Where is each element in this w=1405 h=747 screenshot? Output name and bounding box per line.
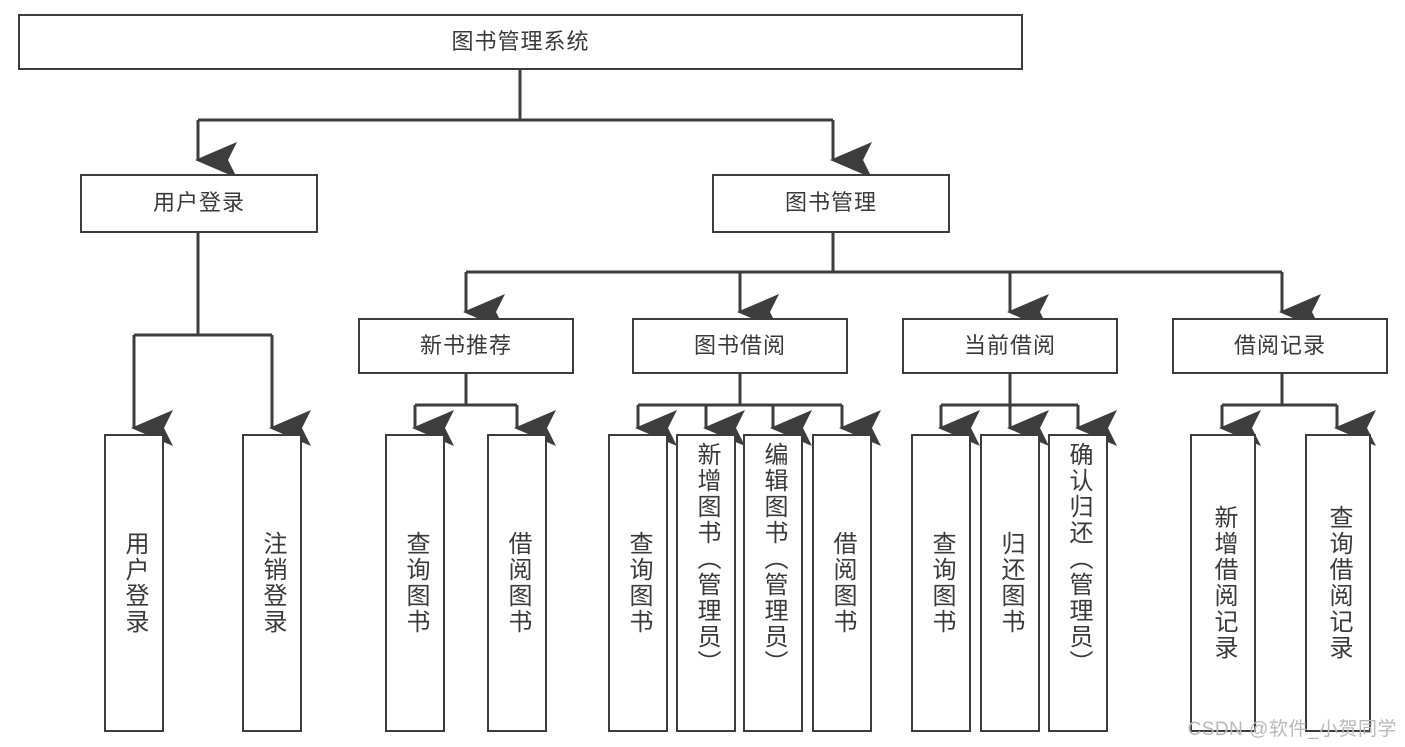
node-leaf-cur-return-book[interactable]: 归还图书 bbox=[980, 434, 1040, 732]
node-leaf-user-logout[interactable]: 注销登录 bbox=[242, 434, 302, 732]
node-book-borrow[interactable]: 图书借阅 bbox=[632, 318, 848, 374]
node-leaf-rec-query-book[interactable]: 查询图书 bbox=[385, 434, 445, 732]
node-leaf-borrow-borrow-book-label: 借阅图书 bbox=[828, 531, 856, 635]
node-leaf-user-logout-label: 注销登录 bbox=[258, 531, 286, 635]
node-leaf-borrow-edit-book[interactable]: 编辑图书（管理员） bbox=[743, 434, 803, 732]
node-user-login[interactable]: 用户登录 bbox=[80, 174, 318, 233]
node-current-borrow[interactable]: 当前借阅 bbox=[902, 318, 1118, 374]
node-leaf-user-login[interactable]: 用户登录 bbox=[104, 434, 164, 732]
node-root[interactable]: 图书管理系统 bbox=[18, 14, 1023, 70]
node-book-borrow-label: 图书借阅 bbox=[693, 332, 786, 358]
node-leaf-rec-add-record[interactable]: 新增借阅记录 bbox=[1190, 434, 1256, 732]
node-new-book-rec-label: 新书推荐 bbox=[419, 332, 512, 358]
node-leaf-cur-return-book-label: 归还图书 bbox=[996, 531, 1024, 635]
node-leaf-rec-query-book-label: 查询图书 bbox=[401, 531, 429, 635]
node-new-book-rec[interactable]: 新书推荐 bbox=[358, 318, 574, 374]
node-leaf-cur-query-book[interactable]: 查询图书 bbox=[911, 434, 971, 732]
node-leaf-rec-borrow-book-label: 借阅图书 bbox=[503, 531, 531, 635]
watermark-text: CSDN @软件_小贺同学 bbox=[1187, 719, 1397, 740]
node-borrow-record-label: 借阅记录 bbox=[1233, 332, 1326, 358]
node-leaf-borrow-edit-book-label: 编辑图书（管理员） bbox=[759, 442, 787, 676]
node-root-label: 图书管理系统 bbox=[451, 28, 590, 54]
node-leaf-rec-query-record-label: 查询借阅记录 bbox=[1324, 505, 1352, 661]
node-leaf-rec-add-record-label: 新增借阅记录 bbox=[1209, 505, 1237, 661]
node-leaf-rec-borrow-book[interactable]: 借阅图书 bbox=[487, 434, 547, 732]
node-leaf-borrow-add-book[interactable]: 新增图书（管理员） bbox=[676, 434, 736, 732]
node-leaf-cur-confirm-return[interactable]: 确认归还（管理员） bbox=[1048, 434, 1108, 732]
node-book-manage[interactable]: 图书管理 bbox=[712, 174, 950, 233]
node-leaf-cur-confirm-return-label: 确认归还（管理员） bbox=[1064, 442, 1092, 676]
node-current-borrow-label: 当前借阅 bbox=[963, 332, 1056, 358]
node-user-login-label: 用户登录 bbox=[152, 190, 245, 216]
node-leaf-cur-query-book-label: 查询图书 bbox=[927, 531, 955, 635]
node-leaf-borrow-borrow-book[interactable]: 借阅图书 bbox=[812, 434, 872, 732]
node-leaf-borrow-query-book-label: 查询图书 bbox=[624, 531, 652, 635]
node-leaf-user-login-label: 用户登录 bbox=[120, 531, 148, 635]
node-book-manage-label: 图书管理 bbox=[784, 190, 877, 216]
node-borrow-record[interactable]: 借阅记录 bbox=[1172, 318, 1388, 374]
node-leaf-borrow-query-book[interactable]: 查询图书 bbox=[608, 434, 668, 732]
node-leaf-rec-query-record[interactable]: 查询借阅记录 bbox=[1305, 434, 1371, 732]
node-leaf-borrow-add-book-label: 新增图书（管理员） bbox=[692, 442, 720, 676]
